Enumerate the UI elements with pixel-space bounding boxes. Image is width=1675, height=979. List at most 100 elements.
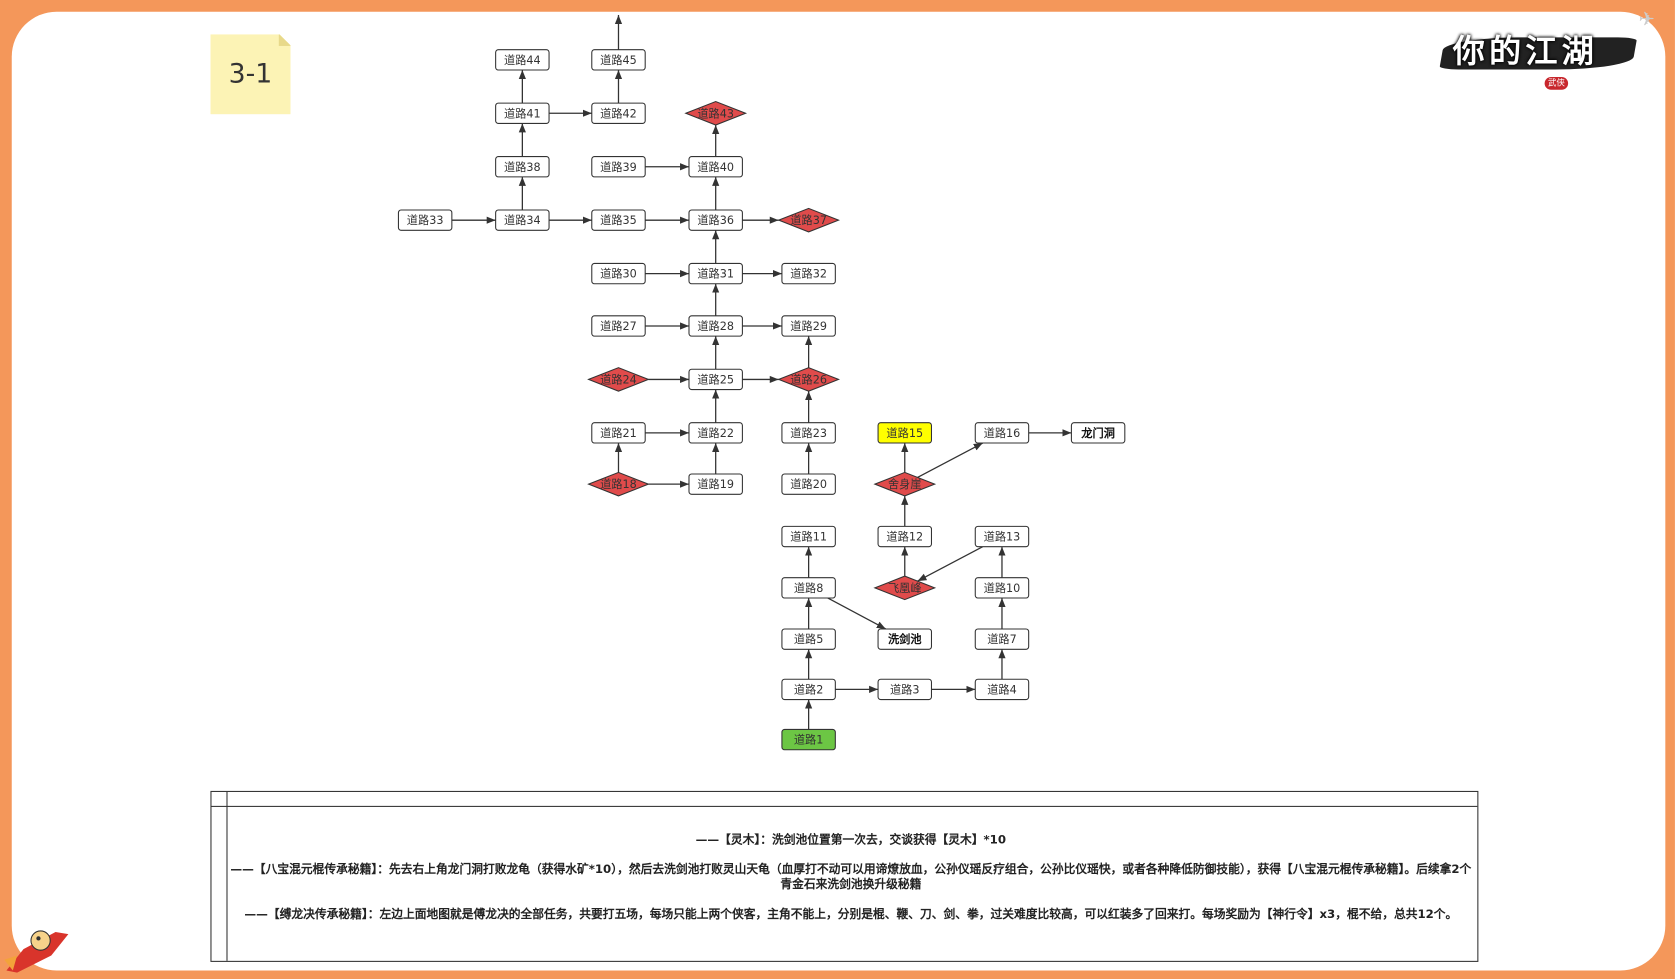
node-label: 道路8 xyxy=(794,581,824,595)
box-shape xyxy=(591,209,646,231)
node-r40[interactable]: 道路40 xyxy=(688,156,743,178)
node-r31[interactable]: 道路31 xyxy=(688,262,743,285)
node-label: 飞凰峰 xyxy=(888,582,922,595)
node-label: 道路38 xyxy=(504,160,541,174)
box-shape xyxy=(974,678,1030,701)
node-r27[interactable]: 道路27 xyxy=(591,315,646,337)
box-shape xyxy=(877,422,933,444)
node-r35[interactable]: 道路35 xyxy=(591,209,646,231)
node-fhf[interactable]: 飞凰峰 xyxy=(873,575,937,601)
node-r30[interactable]: 道路30 xyxy=(591,262,646,285)
node-lmd[interactable]: 龙门洞 xyxy=(1070,422,1126,444)
box-shape xyxy=(781,315,836,337)
node-r20[interactable]: 道路20 xyxy=(781,473,836,495)
node-r26[interactable]: 道路26 xyxy=(777,367,840,392)
edge-r8-xjc xyxy=(827,597,887,630)
node-label: 道路39 xyxy=(600,160,637,174)
node-r32[interactable]: 道路32 xyxy=(781,262,836,285)
box-shape xyxy=(495,156,550,178)
sticky-note: 3-1 xyxy=(210,34,291,115)
node-label: 道路28 xyxy=(697,319,734,333)
node-label: 道路7 xyxy=(987,632,1017,646)
diamond-shape xyxy=(684,100,748,126)
box-shape xyxy=(688,315,743,337)
node-r19[interactable]: 道路19 xyxy=(688,473,743,495)
diamond-shape xyxy=(777,207,840,233)
node-label: 道路32 xyxy=(790,267,827,281)
box-shape xyxy=(1070,422,1126,444)
node-r23[interactable]: 道路23 xyxy=(781,422,836,444)
node-r42[interactable]: 道路42 xyxy=(591,102,646,124)
box-shape xyxy=(591,422,646,444)
node-label: 道路19 xyxy=(697,477,734,491)
node-label: 道路13 xyxy=(984,530,1021,544)
node-r15[interactable]: 道路15 xyxy=(877,422,933,444)
node-label: 道路10 xyxy=(984,581,1021,595)
box-shape xyxy=(591,49,646,71)
node-r13[interactable]: 道路13 xyxy=(974,525,1030,548)
node-r2[interactable]: 道路2 xyxy=(781,678,836,701)
node-r43[interactable]: 道路43 xyxy=(684,100,748,126)
node-r4[interactable]: 道路4 xyxy=(974,678,1030,701)
node-label: 道路45 xyxy=(600,53,637,67)
node-label: 道路15 xyxy=(886,426,923,440)
node-r21[interactable]: 道路21 xyxy=(591,422,646,444)
box-shape xyxy=(591,315,646,337)
node-label: 舍身崖 xyxy=(888,477,922,491)
node-r33[interactable]: 道路33 xyxy=(397,209,453,231)
diamond-shape xyxy=(587,471,650,497)
node-r41[interactable]: 道路41 xyxy=(495,102,550,124)
note-fulong: ——【缚龙决传承秘籍】：左边上面地图就是傅龙决的全部任务，共要打五场，每场只能上… xyxy=(244,907,1458,922)
node-r34[interactable]: 道路34 xyxy=(495,209,550,231)
node-r18[interactable]: 道路18 xyxy=(587,471,650,497)
node-label: 道路33 xyxy=(407,213,444,227)
node-label: 道路11 xyxy=(790,530,827,544)
node-label: 道路20 xyxy=(790,477,827,491)
diamond-shape xyxy=(587,367,650,392)
node-ssy[interactable]: 舍身崖 xyxy=(873,471,937,497)
node-r44[interactable]: 道路44 xyxy=(495,49,550,71)
box-shape xyxy=(781,422,836,444)
box-shape xyxy=(781,473,836,495)
node-label: 道路18 xyxy=(600,477,637,491)
box-shape xyxy=(688,473,743,495)
node-label: 道路30 xyxy=(600,267,637,281)
node-label: 道路5 xyxy=(794,632,824,646)
node-r10[interactable]: 道路10 xyxy=(974,577,1030,599)
box-shape xyxy=(974,525,1030,548)
node-r37[interactable]: 道路37 xyxy=(777,207,840,233)
logo-title: 你的江湖 xyxy=(1452,33,1599,71)
box-shape xyxy=(781,525,836,548)
node-r8[interactable]: 道路8 xyxy=(781,577,836,599)
sticky-label: 3-1 xyxy=(228,57,273,89)
node-r22[interactable]: 道路22 xyxy=(688,422,743,444)
node-r25[interactable]: 道路25 xyxy=(688,368,743,391)
note-babao: ——【八宝混元棍传承秘籍】：先去右上角龙门洞打败龙龟（获得水矿*10），然后去洗… xyxy=(230,862,1472,892)
node-r39[interactable]: 道路39 xyxy=(591,156,646,178)
node-r7[interactable]: 道路7 xyxy=(974,628,1030,650)
node-label: 道路23 xyxy=(790,426,827,440)
node-r1[interactable]: 道路1 xyxy=(781,728,836,751)
node-r24[interactable]: 道路24 xyxy=(587,367,650,392)
node-r36[interactable]: 道路36 xyxy=(688,209,743,231)
node-label: 道路27 xyxy=(600,319,637,333)
node-label: 道路42 xyxy=(600,106,637,120)
node-r29[interactable]: 道路29 xyxy=(781,315,836,337)
node-r38[interactable]: 道路38 xyxy=(495,156,550,178)
node-label: 道路3 xyxy=(890,682,920,696)
node-r28[interactable]: 道路28 xyxy=(688,315,743,337)
node-label: 道路36 xyxy=(697,213,734,227)
node-label: 道路2 xyxy=(794,682,824,696)
box-shape xyxy=(877,525,933,548)
diamond-shape xyxy=(777,367,840,392)
node-r16[interactable]: 道路16 xyxy=(974,422,1030,444)
box-shape xyxy=(974,628,1030,650)
node-r11[interactable]: 道路11 xyxy=(781,525,836,548)
node-r3[interactable]: 道路3 xyxy=(877,678,933,701)
box-shape xyxy=(688,156,743,178)
node-r12[interactable]: 道路12 xyxy=(877,525,933,548)
box-shape xyxy=(877,628,933,650)
node-r45[interactable]: 道路45 xyxy=(591,49,646,71)
node-xjc[interactable]: 洗剑池 xyxy=(877,628,933,650)
node-r5[interactable]: 道路5 xyxy=(781,628,836,650)
